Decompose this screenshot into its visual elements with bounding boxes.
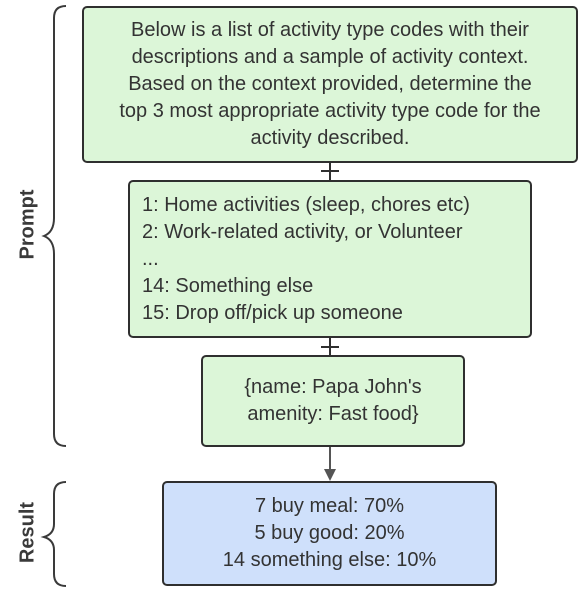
result-bracket bbox=[40, 481, 67, 587]
result-box: 7 buy meal: 70% 5 buy good: 20% 14 somet… bbox=[162, 481, 497, 586]
result-line: 14 something else: 10% bbox=[222, 549, 437, 571]
code-ellipsis: ... bbox=[142, 247, 159, 270]
context-line: amenity: Fast food} bbox=[247, 403, 419, 425]
instruction-line: Below is a list of activity type codes w… bbox=[131, 19, 529, 41]
prompt-bracket bbox=[41, 5, 67, 447]
result-label: Result bbox=[16, 501, 39, 564]
plus-connector-2 bbox=[321, 338, 339, 355]
code-item: 1: Home activities (sleep, chores etc) bbox=[142, 193, 470, 216]
result-line: 7 buy meal: 70% bbox=[255, 495, 404, 517]
instruction-line: descriptions and a sample of activity co… bbox=[131, 46, 529, 68]
code-item: 15: Drop off/pick up someone bbox=[142, 301, 403, 324]
instruction-box: Below is a list of activity type codes w… bbox=[82, 6, 578, 163]
activity-codes-box: 1: Home activities (sleep, chores etc) 2… bbox=[128, 180, 532, 338]
code-item: 2: Work-related activity, or Volunteer bbox=[142, 220, 463, 243]
code-item: 14: Something else bbox=[142, 274, 314, 297]
arrow-to-result bbox=[324, 447, 336, 481]
activity-context-box: {name: Papa John's amenity: Fast food} bbox=[201, 355, 465, 447]
instruction-line: top 3 most appropriate activity type cod… bbox=[119, 100, 541, 122]
result-line: 5 buy good: 20% bbox=[254, 522, 405, 544]
prompt-label: Prompt bbox=[16, 189, 39, 260]
context-line: {name: Papa John's bbox=[244, 376, 422, 398]
instruction-line: activity described. bbox=[250, 127, 410, 149]
plus-connector-1 bbox=[321, 162, 339, 180]
instruction-line: Based on the context provided, determine… bbox=[128, 73, 532, 95]
